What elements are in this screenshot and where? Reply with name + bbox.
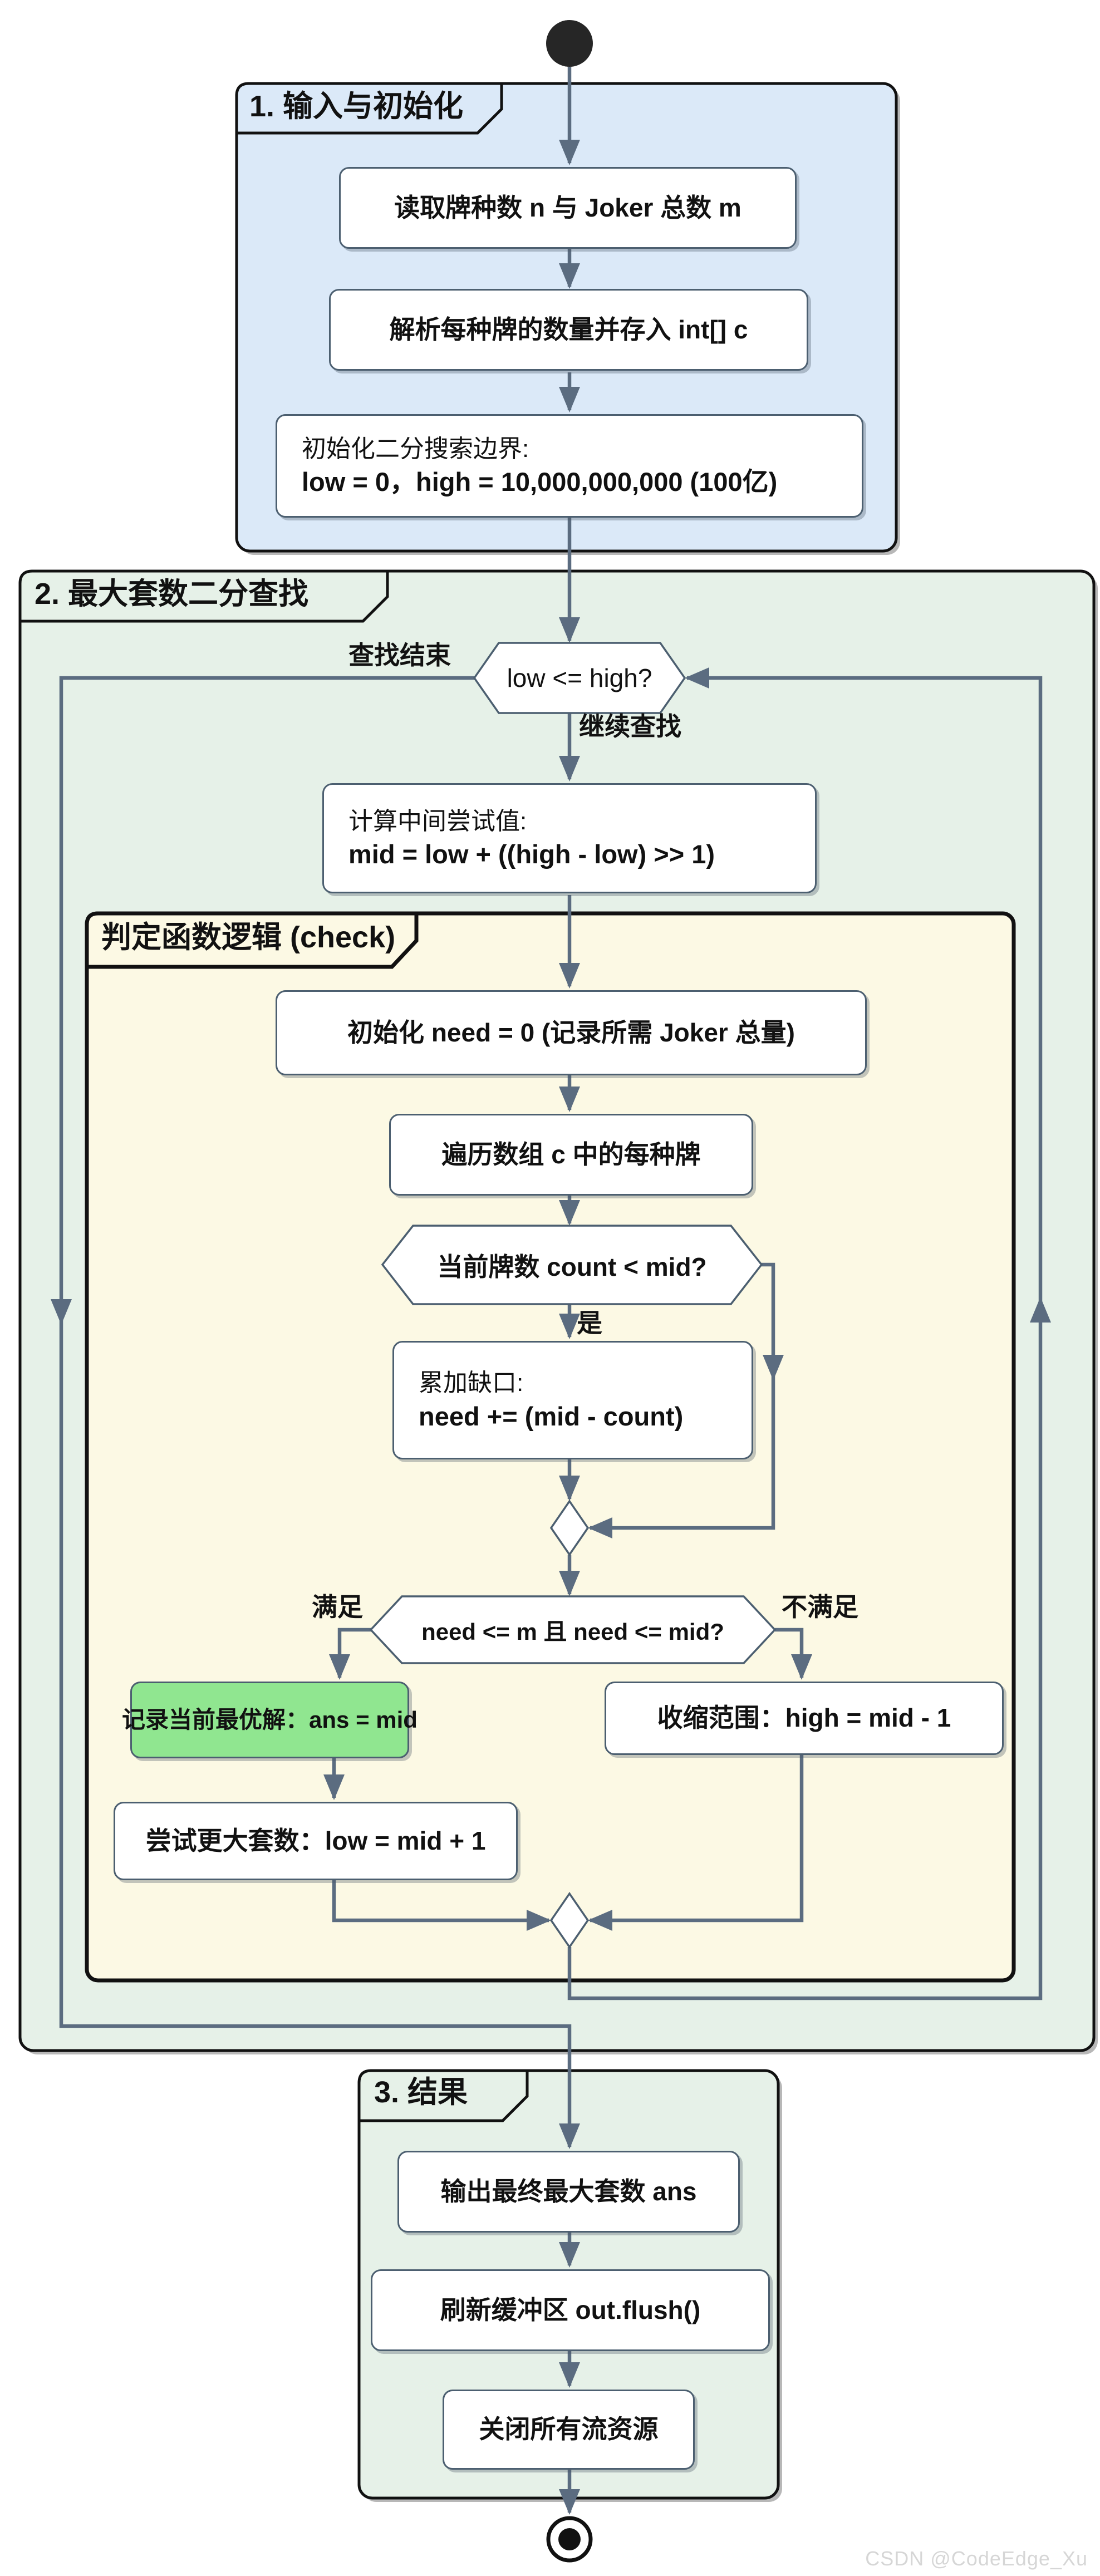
mid-calc-line1: 计算中间尝试值: — [348, 807, 527, 835]
close-streams-text: 关闭所有流资源 — [479, 2415, 659, 2444]
connectors — [51, 67, 1051, 2515]
init-bounds-box: 初始化二分搜索边界: low = 0，high = 10,000,000,000… — [276, 414, 863, 518]
edge-label-continue: 继续查找 — [579, 712, 681, 741]
mid-calc-line2: mid = low + ((high - low) >> 1) — [348, 839, 715, 869]
accumulate-need-line2: need += (mid - count) — [419, 1401, 684, 1431]
loop-condition-text: low <= high? — [507, 663, 652, 692]
partition-check-title: 判定函数逻辑 (check) — [101, 921, 396, 954]
init-need-text: 初始化 need = 0 (记录所需 Joker 总量) — [347, 1017, 795, 1047]
partition-result-title: 3. 结果 — [374, 2076, 468, 2109]
start-node — [546, 20, 593, 67]
partition-binary-search-tab — [18, 569, 389, 623]
edge-label-not-satisfied: 不满足 — [782, 1592, 858, 1621]
partition-check-logic-tab — [85, 911, 419, 969]
record-best-box: 记录当前最优解：ans = mid — [122, 1682, 418, 1758]
output-ans-text: 输出最终最大套数 ans — [440, 2176, 697, 2206]
grow-low-box: 尝试更大套数：low = mid + 1 — [114, 1802, 518, 1880]
flush-buffer-text: 刷新缓冲区 out.flush() — [440, 2295, 701, 2324]
count-condition-hexagon — [381, 1225, 763, 1305]
grow-low-text: 尝试更大套数：low = mid + 1 — [145, 1826, 486, 1855]
accumulate-need-box: 累加缺口: need += (mid - count) — [392, 1341, 753, 1459]
close-streams-box: 关闭所有流资源 — [443, 2390, 695, 2470]
flush-buffer-box: 刷新缓冲区 out.flush() — [371, 2269, 770, 2351]
partition-input-init-tab — [235, 82, 503, 135]
merge-diamond-bottom — [549, 1891, 590, 1949]
need-condition-hexagon — [369, 1595, 777, 1664]
mid-calc-box: 计算中间尝试值: mid = low + ((high - low) >> 1) — [322, 783, 817, 893]
read-input-box: 读取牌种数 n 与 Joker 总数 m — [339, 167, 797, 249]
init-need-box: 初始化 need = 0 (记录所需 Joker 总量) — [276, 990, 867, 1075]
need-condition-text: need <= m 且 need <= mid? — [421, 1618, 724, 1645]
partition-binary-search-title: 2. 最大套数二分查找 — [35, 577, 309, 611]
accumulate-need-line1: 累加缺口: — [419, 1369, 524, 1397]
iterate-cards-text: 遍历数组 c 中的每种牌 — [441, 1139, 701, 1169]
init-bounds-line2: low = 0，high = 10,000,000,000 (100亿) — [302, 467, 778, 497]
record-best-text: 记录当前最优解：ans = mid — [122, 1706, 418, 1733]
merge-diamond-inner — [549, 1499, 590, 1557]
parse-cards-text: 解析每种牌的数量并存入 int[] c — [389, 314, 748, 344]
watermark: CSDN @CodeEdge_Xu — [865, 2547, 1088, 2570]
end-node — [546, 2516, 593, 2563]
loop-condition-hexagon — [473, 642, 686, 714]
iterate-cards-box: 遍历数组 c 中的每种牌 — [389, 1114, 753, 1196]
count-condition-text: 当前牌数 count < mid? — [437, 1252, 707, 1281]
edge-label-search-end: 查找结束 — [348, 641, 451, 670]
read-input-text: 读取牌种数 n 与 Joker 总数 m — [394, 193, 741, 222]
edge-label-satisfied: 满足 — [312, 1592, 363, 1621]
partition-result-tab — [357, 2069, 529, 2122]
parse-cards-box: 解析每种牌的数量并存入 int[] c — [329, 289, 808, 371]
edge-label-yes: 是 — [577, 1309, 602, 1338]
partition-input-title: 1. 输入与初始化 — [249, 90, 464, 123]
shrink-range-text: 收缩范围：high = mid - 1 — [657, 1703, 951, 1733]
shrink-range-box: 收缩范围：high = mid - 1 — [605, 1682, 1004, 1755]
init-bounds-line1: 初始化二分搜索边界: — [302, 435, 529, 463]
output-ans-box: 输出最终最大套数 ans — [397, 2151, 740, 2233]
